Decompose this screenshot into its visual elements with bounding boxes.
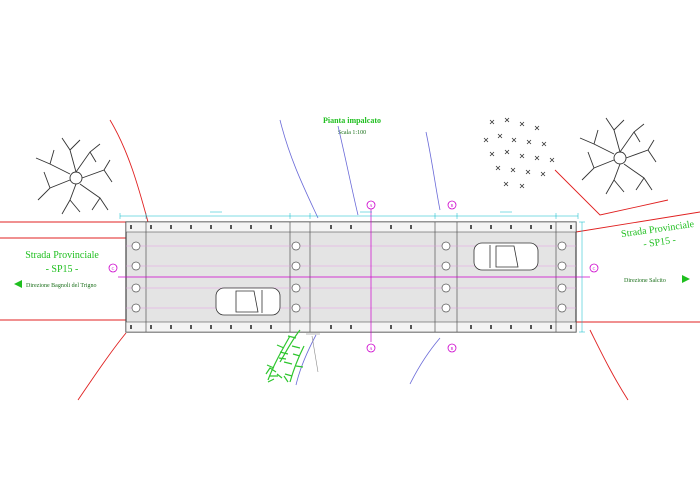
section-marker-icon: A	[366, 200, 376, 210]
section-marker-label: A	[370, 203, 373, 208]
arrow-left-icon	[14, 280, 22, 288]
road-label-right: Strada Provinciale - SP15 - Direzione Sa…	[620, 219, 695, 284]
railing-posts	[130, 225, 572, 329]
car-plan-icon	[215, 287, 281, 316]
tree-plan-icon	[35, 137, 113, 215]
deck	[118, 208, 590, 342]
section-marker-label: B	[451, 346, 454, 351]
road-name: Strada Provinciale	[25, 250, 99, 261]
plan-scale: Scala 1:100	[338, 130, 366, 136]
vegetation	[265, 329, 305, 383]
section-marker-label: C	[112, 266, 115, 271]
car-plan-icon	[473, 242, 539, 271]
section-marker-icon: B	[447, 343, 457, 353]
tree-plan-icon	[579, 117, 657, 195]
vegetation-baseline	[306, 333, 320, 373]
road-code: - SP15 -	[643, 235, 677, 250]
section-marker-icon: C	[589, 263, 599, 273]
section-marker-label: C	[593, 266, 596, 271]
axis-lines	[118, 208, 590, 342]
section-marker-icon: A	[366, 343, 376, 353]
shrub-cluster-icon	[483, 117, 555, 189]
section-marker-icon: C	[108, 263, 118, 273]
girder-lines	[126, 245, 576, 309]
road-label-left: Strada Provinciale - SP15 - Direzione Ba…	[14, 250, 99, 289]
bearing-symbols	[131, 241, 567, 313]
section-marker-label: A	[370, 346, 373, 351]
road-direction: Direzione Bagnoli del Trigno	[26, 283, 97, 289]
arrow-right-icon	[682, 275, 690, 283]
road-edges	[0, 119, 700, 401]
section-marker-icon: B	[447, 200, 457, 210]
section-markers: A A B B C C	[108, 200, 599, 353]
dimension-lines	[119, 213, 585, 333]
road-direction: Direzione Salcito	[624, 278, 666, 284]
section-marker-label: B	[451, 203, 454, 208]
riverbank-lines	[279, 119, 441, 386]
plan-title: Pianta impalcato	[323, 116, 381, 125]
road-code: - SP15 -	[46, 264, 79, 275]
